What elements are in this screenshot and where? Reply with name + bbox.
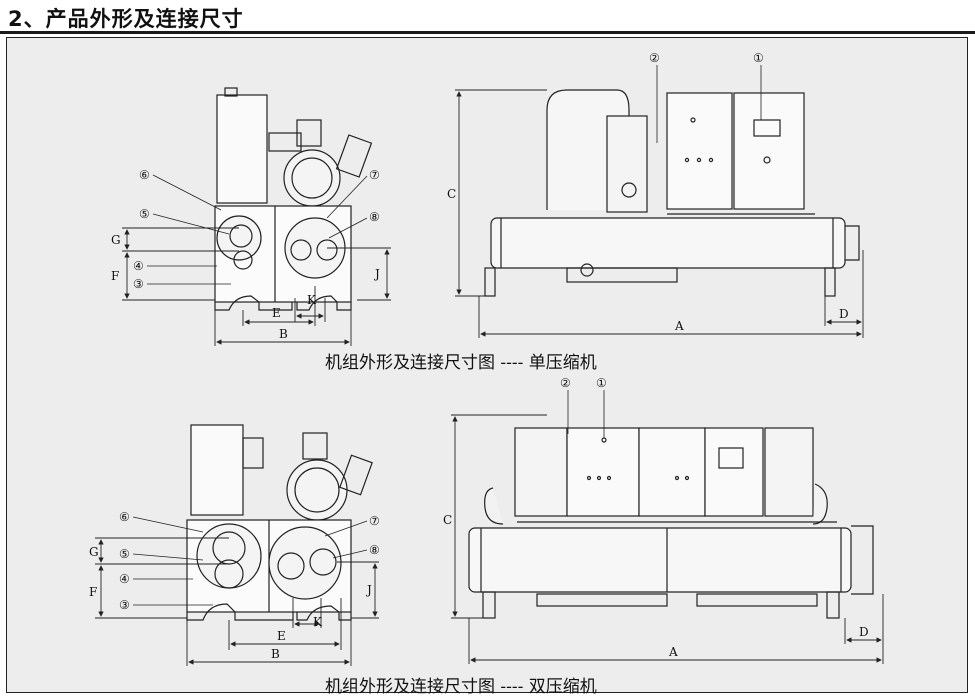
figure-single-side-view	[214, 87, 373, 311]
dim-J-2: J	[365, 583, 372, 597]
callout-7-2: ⑦	[369, 514, 380, 528]
callout-8-2: ⑧	[369, 543, 380, 557]
callout-5-1: ⑤	[139, 207, 150, 221]
dim-A-1: A	[674, 319, 684, 333]
dim-B-2: B	[271, 647, 280, 661]
figure-dual-side-dim-labels: G F E B K J	[89, 545, 372, 661]
callout-7-1: ⑦	[369, 168, 380, 182]
dim-B-1: B	[279, 327, 288, 341]
dim-C-1: C	[447, 187, 456, 201]
section-title: 2、产品外形及连接尺寸	[8, 7, 244, 31]
callout-3-1: ③	[133, 277, 144, 291]
dim-F-1: F	[111, 269, 119, 283]
drawing-canvas: G F E B K J ⑥ ⑤ ④ ③ ⑦ ⑧	[89, 51, 884, 666]
callout-1-2: ①	[596, 376, 607, 390]
figure-dual-front-dimensions	[451, 414, 884, 664]
callout-2-1: ②	[649, 51, 660, 65]
callout-6-1: ⑥	[139, 168, 150, 182]
figure-single-front-dim-labels: C A D	[447, 187, 849, 333]
figure-single-front-view	[484, 89, 860, 297]
dim-E-1: E	[272, 306, 281, 320]
dim-K-1: K	[307, 293, 317, 307]
figure-dual-side-view	[186, 424, 373, 621]
dim-G-2: G	[89, 545, 99, 559]
figure-single-side-dim-labels: G F E B K J	[111, 233, 380, 341]
dim-D-1: D	[839, 307, 849, 321]
dim-G-1: G	[111, 233, 121, 247]
figure-dual-front-view	[468, 427, 874, 619]
callout-1-1: ①	[753, 51, 764, 65]
figure-dual-side-dimensions	[95, 537, 379, 666]
dim-J-1: J	[373, 267, 380, 281]
figure-single-caption: 机组外形及连接尺寸图 ---- 单压缩机	[325, 353, 597, 373]
callout-6-2: ⑥	[119, 510, 130, 524]
figure-dual-side-callouts: ⑥ ⑤ ④ ③ ⑦ ⑧	[119, 510, 380, 612]
dim-K-2: K	[313, 615, 323, 629]
figure-single-side-callouts: ⑥ ⑤ ④ ③ ⑦ ⑧	[133, 168, 380, 291]
callout-3-2: ③	[119, 598, 130, 612]
figure-dual-caption: 机组外形及连接尺寸图 ---- 双压缩机	[325, 677, 597, 697]
callout-4-2: ④	[119, 572, 130, 586]
figure-dual-front-dim-labels: C A D	[443, 513, 869, 659]
callout-8-1: ⑧	[369, 210, 380, 224]
title-rule	[0, 31, 975, 34]
dim-A-2: A	[668, 645, 678, 659]
dim-C-2: C	[443, 513, 452, 527]
callout-2-2: ②	[560, 376, 571, 390]
figure-single-front-callouts: ② ①	[649, 51, 764, 143]
dim-F-2: F	[89, 585, 97, 599]
figure-single-side-dimensions	[122, 227, 391, 346]
callout-5-2: ⑤	[119, 547, 130, 561]
dim-E-2: E	[277, 629, 286, 643]
drawing-frame: G F E B K J ⑥ ⑤ ④ ③ ⑦ ⑧	[6, 37, 968, 697]
dim-D-2: D	[859, 625, 869, 639]
figure-single-front-dimensions	[455, 89, 864, 338]
figure-dual-front-callouts: ② ①	[560, 376, 607, 438]
callout-4-1: ④	[133, 259, 144, 273]
